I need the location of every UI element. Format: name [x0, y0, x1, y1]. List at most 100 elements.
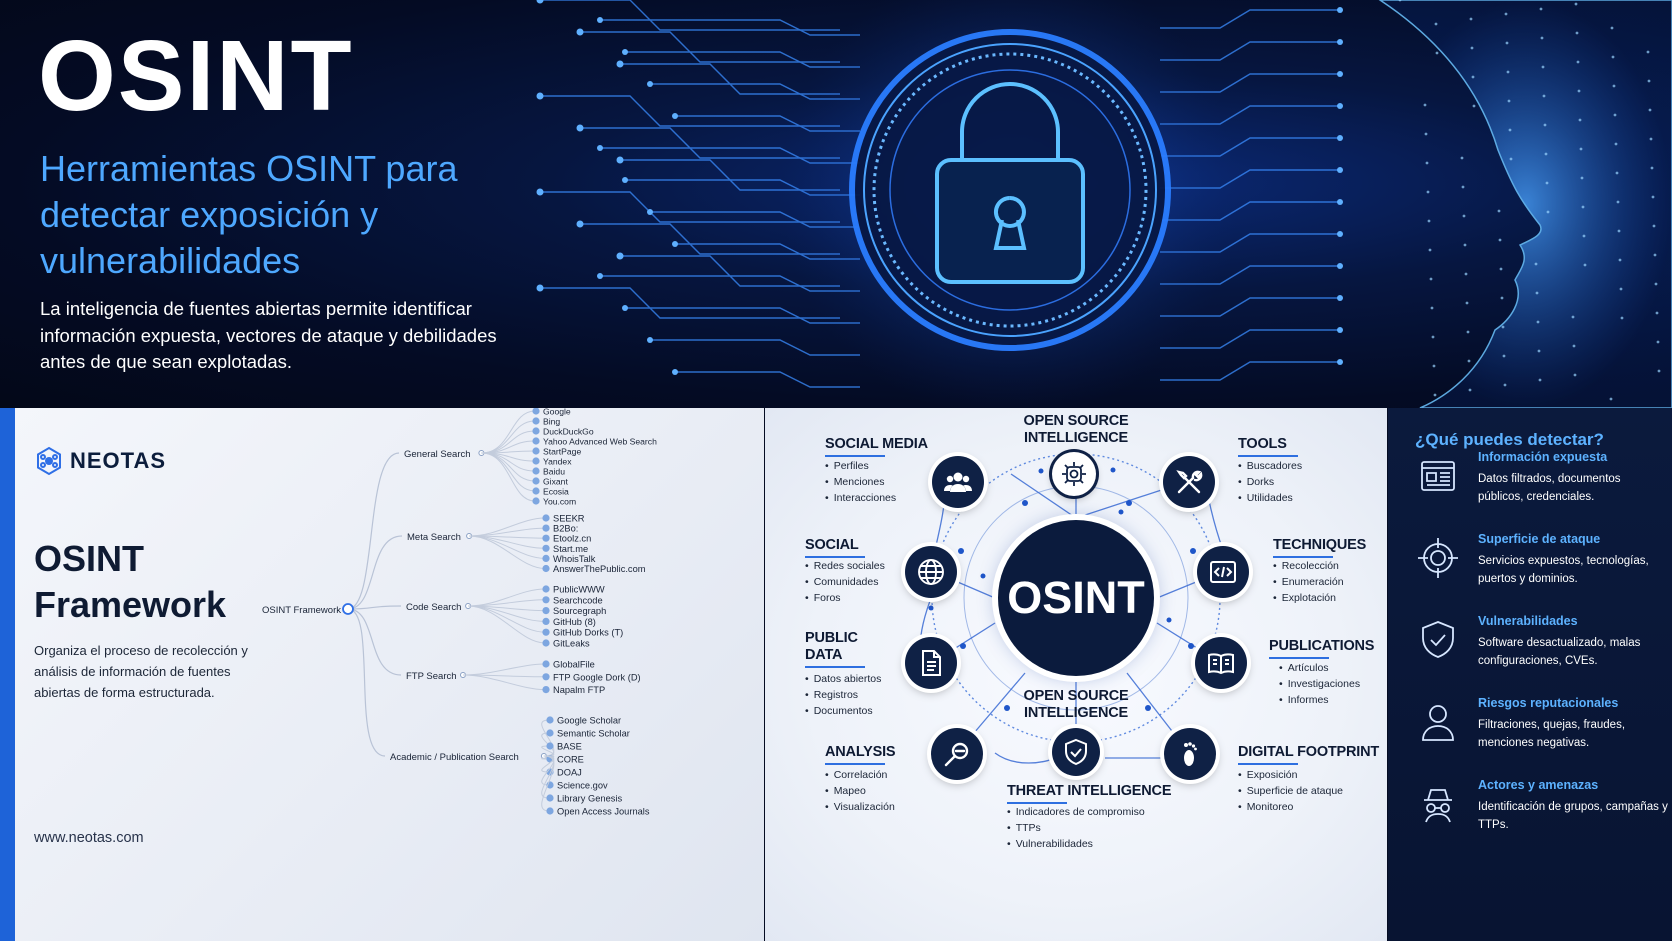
- tree-leaf[interactable]: SEEKR: [553, 514, 585, 524]
- list-item: Investigaciones: [1279, 676, 1360, 692]
- tree-connector: [347, 535, 403, 610]
- top-label: OPEN SOURCE INTELLIGENCE: [1023, 413, 1129, 446]
- list-item: Informes: [1279, 692, 1360, 708]
- category-digital-footprint: DIGITAL FOOTPRINT: [1238, 744, 1379, 765]
- tree-leaf[interactable]: Baidu: [543, 467, 565, 477]
- tree-leaf[interactable]: B2Bo:: [553, 524, 578, 534]
- tree-leaf-node: [542, 564, 550, 573]
- list-item: Documentos: [805, 703, 881, 719]
- tree-leaf[interactable]: BASE: [557, 742, 582, 752]
- detect-item: Actores y amenazas Identificación de gru…: [1388, 778, 1672, 858]
- detect-item: Vulnerabilidades Software desactualizado…: [1388, 614, 1672, 694]
- list-item: Datos abiertos: [805, 671, 882, 687]
- hero-description: La inteligencia de fuentes abiertas perm…: [40, 298, 497, 372]
- tree-leaf-node: [542, 639, 550, 647]
- social-list: Redes socialesComunidadesForos: [805, 558, 885, 606]
- detect-item-desc: Datos filtrados, documentos públicos, cr…: [1478, 473, 1621, 503]
- detect-item-desc: Software desactualizado, malas configura…: [1478, 637, 1641, 667]
- tree-leaf[interactable]: GitLeaks: [553, 639, 590, 649]
- tree-leaf[interactable]: AnswerThePublic.com: [553, 564, 646, 574]
- tree-branch[interactable]: General Search: [404, 449, 471, 460]
- book-icon: [1195, 637, 1247, 689]
- tree-leaf[interactable]: GitHub (8): [553, 617, 596, 627]
- list-item: Indicadores de compromiso: [1007, 804, 1145, 820]
- tree-leaf-node: [532, 467, 540, 475]
- tree-leaf[interactable]: DuckDuckGo: [543, 427, 594, 437]
- accent-bar: [0, 408, 15, 941]
- tree-branch[interactable]: Meta Search: [407, 532, 461, 543]
- tree-branch[interactable]: Academic / Publication Search: [390, 752, 519, 763]
- list-item: Menciones: [825, 474, 896, 490]
- tree-leaf[interactable]: Open Access Journals: [557, 807, 650, 817]
- tree-connector: [481, 452, 536, 502]
- list-item: Enumeración: [1273, 574, 1344, 590]
- category-social: SOCIAL: [805, 537, 865, 558]
- detect-item-desc: Filtraciones, quejas, fraudes, menciones…: [1478, 719, 1626, 749]
- tree-branch[interactable]: FTP Search: [406, 671, 457, 682]
- tree-leaf[interactable]: You.com: [543, 497, 576, 507]
- tree-leaf-node: [542, 660, 550, 668]
- social-media-list: PerfilesMencionesInteracciones: [825, 458, 896, 506]
- detect-item: Información expuesta Datos filtrados, do…: [1388, 450, 1672, 530]
- tree-leaf[interactable]: PublicWWW: [553, 585, 605, 595]
- tree-leaf-node: [546, 807, 554, 815]
- techniques-list: RecolecciónEnumeraciónExplotación: [1273, 558, 1344, 606]
- underline: [1238, 763, 1298, 765]
- tree-leaf[interactable]: Library Genesis: [557, 794, 622, 804]
- list-item: Utilidades: [1238, 490, 1302, 506]
- category-analysis: ANALYSIS: [825, 744, 896, 765]
- tree-leaf[interactable]: Semantic Scholar: [557, 729, 630, 739]
- tree-leaf[interactable]: Gixant: [543, 477, 568, 487]
- tree-leaf[interactable]: Science.gov: [557, 781, 608, 791]
- spy-icon: [1424, 789, 1452, 823]
- tree-connector: [541, 755, 555, 812]
- tree-leaf[interactable]: Start.me: [553, 544, 588, 554]
- underline: [1007, 802, 1067, 804]
- detect-item-title: Riesgos reputacionales: [1478, 696, 1619, 710]
- tree-leaf-node: [542, 617, 550, 625]
- tree-connector: [347, 452, 400, 610]
- website-link[interactable]: www.neotas.com: [34, 830, 144, 846]
- tree-leaf[interactable]: Yandex: [543, 457, 572, 467]
- tree-leaf[interactable]: Google: [543, 408, 571, 417]
- tree-connector: [469, 535, 546, 569]
- tree-leaf-node: [532, 477, 540, 485]
- list-item: Correlación: [825, 767, 895, 783]
- tree-leaf-node: [542, 596, 550, 604]
- publications-list: ArtículosInvestigacionesInformes: [1279, 660, 1360, 708]
- tree-leaf[interactable]: Yahoo Advanced Web Search: [543, 437, 657, 447]
- category-title: ANALYSIS: [825, 744, 896, 760]
- tree-leaf[interactable]: WhoisTalk: [553, 554, 596, 564]
- tree-leaf[interactable]: GitHub Dorks (T): [553, 628, 623, 638]
- tree-leaf[interactable]: GlobalFile: [553, 660, 595, 670]
- tree-leaf-node: [542, 585, 550, 593]
- tree-leaf-node: [546, 716, 554, 724]
- tree-leaf[interactable]: DOAJ: [557, 768, 582, 778]
- tree-leaf[interactable]: CORE: [557, 755, 584, 765]
- tree-leaf[interactable]: Ecosia: [543, 487, 569, 497]
- tree-leaf[interactable]: Napalm FTP: [553, 685, 605, 695]
- tree-leaf[interactable]: Bing: [543, 417, 560, 427]
- tree-leaf-node: [542, 514, 550, 522]
- tree-leaf-node: [532, 457, 540, 465]
- underline: [825, 455, 885, 457]
- tree-leaf[interactable]: StartPage: [543, 447, 581, 457]
- category-threat-intelligence: THREAT INTELLIGENCE: [1007, 783, 1171, 804]
- tree-branch[interactable]: Code Search: [406, 602, 461, 613]
- category-title: PUBLICATIONS: [1269, 638, 1375, 654]
- tree-connector: [462, 674, 546, 691]
- tree-leaf[interactable]: Sourcegraph: [553, 606, 606, 616]
- framework-description: Organiza el proceso de recolección y aná…: [34, 643, 248, 700]
- tree-leaf[interactable]: Etoolz.cn: [553, 534, 591, 544]
- tree-leaf-node: [542, 534, 550, 542]
- tree-leaf[interactable]: Searchcode: [553, 595, 603, 605]
- list-item: Dorks: [1238, 474, 1302, 490]
- tree-connector: [462, 663, 546, 676]
- shield-check-icon: [1052, 728, 1100, 776]
- tree-leaf-node: [532, 408, 540, 415]
- tree-leaf[interactable]: Google Scholar: [557, 716, 621, 726]
- tree-leaf[interactable]: FTP Google Dork (D): [553, 672, 641, 682]
- category-title: SOCIAL: [805, 537, 859, 553]
- code-icon: [1197, 546, 1249, 598]
